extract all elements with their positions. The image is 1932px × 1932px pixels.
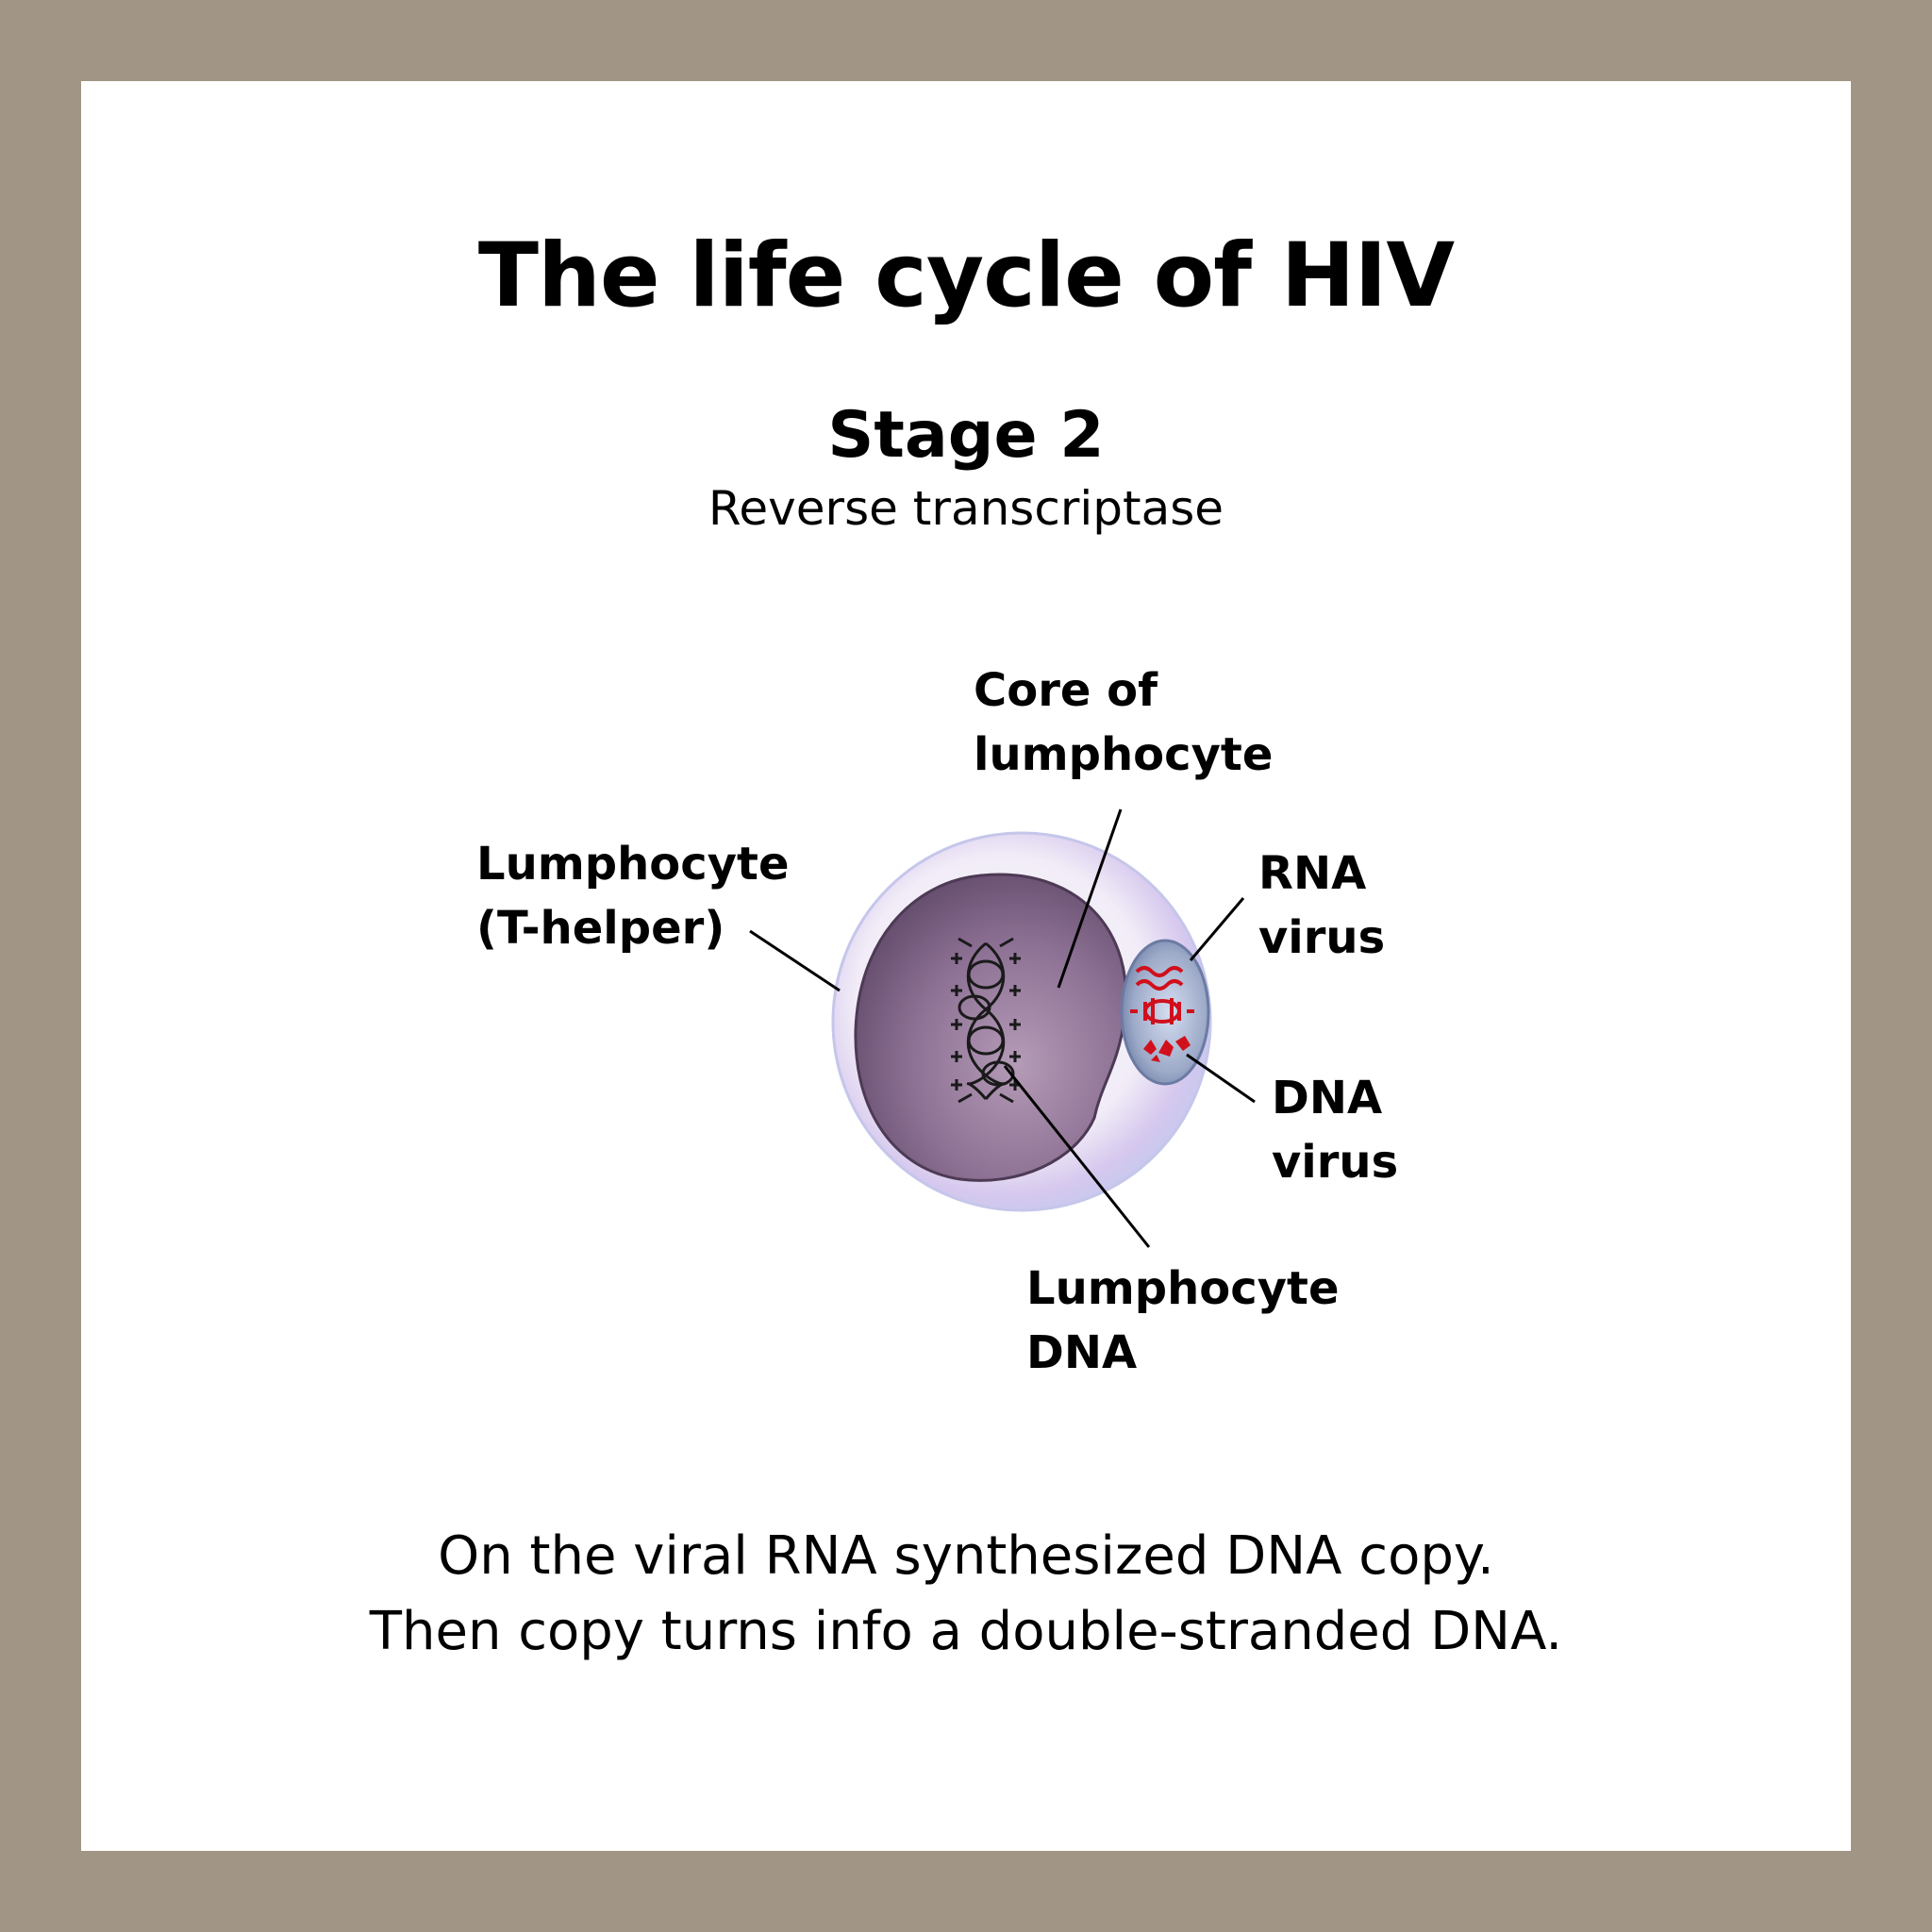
lymphocyte-dna-strand — [951, 937, 1021, 1104]
label-dna-virus: DNA virus — [1272, 1066, 1398, 1194]
diagram-title: The life cycle of HIV — [477, 225, 1455, 327]
label-line: DNA — [1272, 1072, 1383, 1124]
label-line: virus — [1258, 911, 1386, 964]
leader-core — [1057, 808, 1123, 989]
viral-rna — [1130, 966, 1194, 1024]
stage-subtitle: Reverse transcriptase — [708, 481, 1224, 536]
label-core-of-lymphocyte: Core of lumphocyte — [974, 658, 1273, 787]
label-line: virus — [1272, 1136, 1399, 1189]
label-line: (T-helper) — [476, 902, 725, 955]
label-line: Lumphocyte — [476, 838, 790, 891]
leader-dna — [1186, 1053, 1256, 1104]
viral-dna-fragments — [1143, 1036, 1191, 1062]
label-lymphocyte-dna: Lumphocyte DNA — [1026, 1257, 1340, 1385]
label-line: Core of — [974, 664, 1158, 717]
caption-line: On the viral RNA synthesized DNA copy. — [438, 1525, 1494, 1587]
leader-lymphocyte — [749, 929, 841, 992]
label-rna-virus: RNA virus — [1258, 841, 1385, 970]
leader-lines — [749, 808, 1256, 1248]
leader-lymphocyte-dna — [1003, 1065, 1151, 1248]
caption-line: Then copy turns info a double-stranded D… — [369, 1601, 1563, 1662]
stage-heading: Stage 2 — [827, 398, 1105, 473]
label-line: lumphocyte — [974, 728, 1274, 781]
stage-description: On the viral RNA synthesized DNA copy. T… — [0, 1519, 1932, 1670]
label-line: DNA — [1026, 1326, 1138, 1379]
label-line: RNA — [1258, 847, 1367, 900]
label-line: Lumphocyte — [1026, 1262, 1340, 1315]
leader-rna — [1189, 897, 1245, 961]
label-lymphocyte-t-helper: Lumphocyte (T-helper) — [476, 832, 790, 960]
